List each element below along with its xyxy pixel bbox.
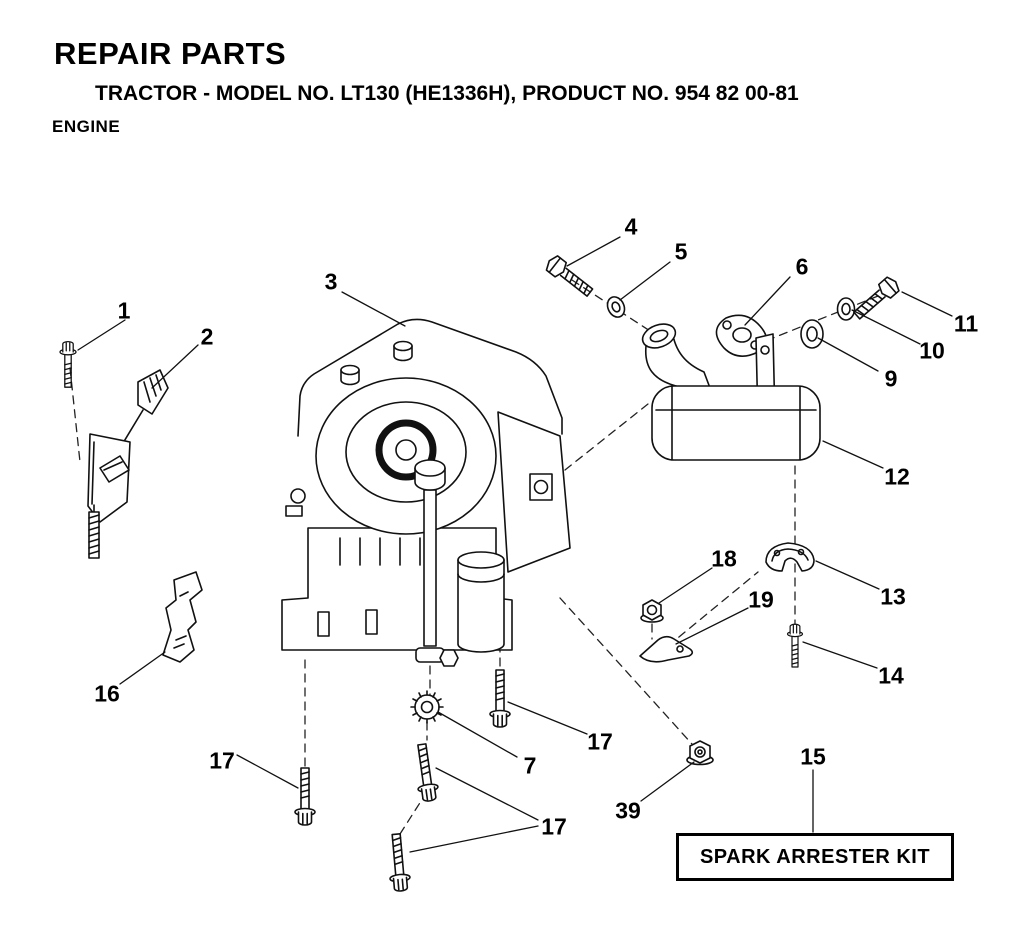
part-1-bolt xyxy=(59,340,77,388)
part-12-muffler xyxy=(651,333,821,461)
part-39-nut xyxy=(686,740,714,766)
section-label: ENGINE xyxy=(52,117,121,136)
part-16-bracket xyxy=(162,571,203,663)
part-4-bolt xyxy=(542,252,597,301)
part-17-bolts xyxy=(294,669,511,893)
callout-leader-lines xyxy=(77,236,953,853)
part-14-bolt xyxy=(786,623,804,668)
part-11-bolt xyxy=(850,274,903,324)
part-3-engine xyxy=(281,318,571,667)
part-9-washer xyxy=(800,319,824,349)
spark-arrester-kit-box: SPARK ARRESTER KIT xyxy=(676,833,954,881)
part-7-star-washer xyxy=(410,690,444,724)
spark-arrester-kit-label: SPARK ARRESTER KIT xyxy=(699,845,931,868)
page-title: REPAIR PARTS xyxy=(54,36,287,71)
part-13-clamp xyxy=(765,542,815,572)
part-10-washer xyxy=(836,297,856,321)
exhaust-pipe xyxy=(641,323,711,393)
model-subtitle: TRACTOR - MODEL NO. LT130 (HE1336H), PRO… xyxy=(95,82,799,105)
part-18-nut xyxy=(640,599,664,623)
part-2-control xyxy=(87,369,169,559)
part-5-washer xyxy=(606,296,626,318)
